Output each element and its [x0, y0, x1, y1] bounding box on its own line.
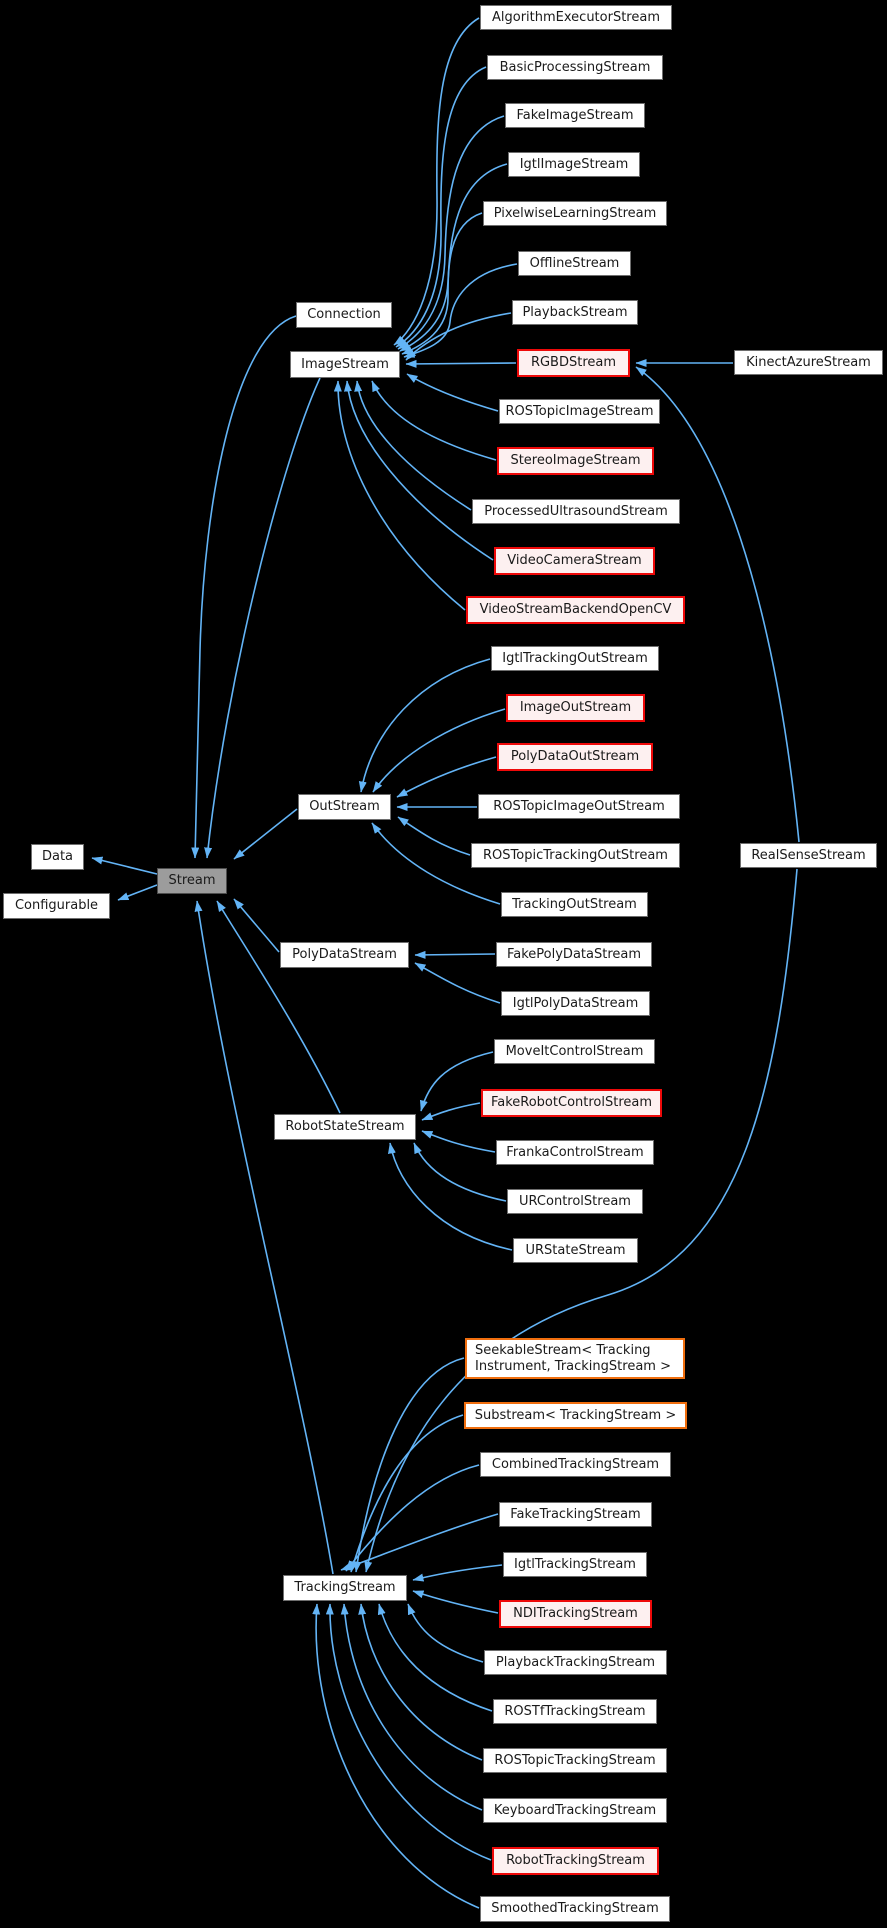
node-keyboard-tracking-stream[interactable]: KeyboardTrackingStream	[483, 1798, 667, 1823]
edge-imagestream-stream	[204, 377, 321, 859]
edge-basicprocessingstream-imagestream	[395, 66, 487, 348]
node-offline-stream[interactable]: OfflineStream	[518, 251, 631, 276]
node-seekable-stream[interactable]: SeekableStream< Tracking Instrument, Tra…	[465, 1338, 685, 1379]
edge-stereoimagestream-imagestream	[371, 380, 497, 461]
node-igtl-tracking-out-stream[interactable]: IgtlTrackingOutStream	[491, 646, 659, 671]
node-rostopic-tracking-out-stream[interactable]: ROSTopicTrackingOutStream	[471, 843, 680, 868]
node-robot-state-stream[interactable]: RobotStateStream	[274, 1114, 416, 1140]
edge-igtltrackingstream-trackingstream	[412, 1564, 503, 1582]
node-video-stream-backend-opencv[interactable]: VideoStreamBackendOpenCV	[466, 596, 685, 624]
edge-polydataoutstream-outstream	[396, 756, 497, 798]
node-rgbd-stream[interactable]: RGBDStream	[517, 349, 630, 377]
node-moveit-control-stream[interactable]: MoveItControlStream	[494, 1039, 655, 1064]
edge-rostftrackingstream-trackingstream	[377, 1603, 493, 1712]
edge-seekablestream-trackingstream	[353, 1357, 465, 1573]
edge-imageoutstream-outstream	[372, 708, 506, 793]
edge-moveitcontrolstream-robotstatestream	[419, 1051, 494, 1112]
edge-robotstatestream-stream	[216, 900, 341, 1114]
edge-fakerobotcontrolstream-robotstatestream	[421, 1102, 481, 1121]
edge-rostopictrackingoutstream-outstream	[397, 816, 471, 856]
edge-rostopicimagestream-imagestream	[406, 373, 499, 412]
node-pixelwise-learning-stream[interactable]: PixelwiseLearningStream	[483, 201, 667, 226]
edge-rgbdstream-imagestream	[405, 359, 517, 368]
node-fake-tracking-stream[interactable]: FakeTrackingStream	[499, 1502, 652, 1527]
node-igtl-polydata-stream[interactable]: IgtlPolyDataStream	[501, 991, 650, 1016]
edge-stream-configurable	[117, 884, 158, 901]
edge-outstream-stream	[233, 808, 298, 860]
node-robot-tracking-stream[interactable]: RobotTrackingStream	[492, 1847, 659, 1875]
edge-fakepolydatastream-polydatastream	[414, 950, 496, 959]
edge-substream-trackingstream	[350, 1414, 464, 1573]
node-algorithm-executor-stream[interactable]: AlgorithmExecutorStream	[480, 5, 672, 30]
edge-igtlimagestream-imagestream	[399, 163, 508, 352]
edge-igtlpolydatastream-polydatastream	[414, 962, 501, 1004]
node-ndi-tracking-stream[interactable]: NDITrackingStream	[499, 1600, 652, 1628]
node-playback-stream[interactable]: PlaybackStream	[512, 300, 638, 325]
edge-combinedtrackingstream-trackingstream	[345, 1464, 480, 1572]
node-tracking-stream[interactable]: TrackingStream	[283, 1575, 407, 1601]
edge-stream-data	[91, 856, 158, 875]
edge-algorithmexecutorstream-imagestream	[393, 17, 480, 346]
edge-processedultrasoundstream-imagestream	[354, 380, 472, 511]
edge-smoothedtrackingstream-trackingstream	[312, 1603, 480, 1909]
node-out-stream[interactable]: OutStream	[298, 794, 391, 820]
node-fake-image-stream[interactable]: FakeImageStream	[505, 103, 645, 128]
edge-playbacktrackingstream-trackingstream	[407, 1603, 484, 1663]
edge-realsensestream-rgbdstream	[635, 366, 800, 843]
edge-faketrackingstream-trackingstream	[340, 1513, 499, 1571]
node-stream: Stream	[157, 868, 227, 894]
edge-igtltrackingoutstream-outstream	[358, 658, 491, 793]
edge-frankacontrolstream-robotstatestream	[421, 1130, 496, 1153]
node-basic-processing-stream[interactable]: BasicProcessingStream	[487, 55, 663, 80]
node-image-out-stream[interactable]: ImageOutStream	[506, 694, 645, 722]
node-rostf-tracking-stream[interactable]: ROSTfTrackingStream	[493, 1699, 657, 1724]
edge-videocamerastream-imagestream	[343, 380, 494, 561]
node-configurable[interactable]: Configurable	[3, 893, 110, 919]
node-igtl-tracking-stream[interactable]: IgtlTrackingStream	[503, 1552, 647, 1577]
node-smoothed-tracking-stream[interactable]: SmoothedTrackingStream	[480, 1896, 670, 1922]
edge-keyboardtrackingstream-trackingstream	[340, 1603, 483, 1811]
edge-videostreambackendopencv-imagestream	[333, 380, 466, 611]
node-polydata-stream[interactable]: PolyDataStream	[280, 942, 409, 968]
node-data[interactable]: Data	[31, 844, 84, 870]
node-stereo-image-stream[interactable]: StereoImageStream	[497, 447, 654, 475]
edge-nditrackingstream-trackingstream	[412, 1590, 499, 1614]
node-substream[interactable]: Substream< TrackingStream >	[464, 1402, 687, 1429]
node-ur-control-stream[interactable]: URControlStream	[507, 1189, 643, 1214]
node-franka-control-stream[interactable]: FrankaControlStream	[496, 1140, 654, 1165]
node-tracking-out-stream[interactable]: TrackingOutStream	[501, 892, 648, 917]
edge-playbackstream-imagestream	[405, 312, 512, 361]
node-igtl-image-stream[interactable]: IgtlImageStream	[508, 152, 640, 177]
node-combined-tracking-stream[interactable]: CombinedTrackingStream	[480, 1452, 671, 1477]
edge-fakeimagestream-imagestream	[397, 115, 505, 350]
node-rostopic-image-out-stream[interactable]: ROSTopicImageOutStream	[478, 794, 680, 819]
node-processed-ultrasound-stream[interactable]: ProcessedUltrasoundStream	[472, 499, 680, 524]
edge-urcontrolstream-robotstatestream	[413, 1142, 507, 1202]
edge-offlinestream-imagestream	[403, 263, 518, 358]
node-connection[interactable]: Connection	[296, 302, 392, 328]
edge-trackingstream-stream	[194, 900, 334, 1575]
node-image-stream[interactable]: ImageStream	[290, 351, 400, 378]
node-video-camera-stream[interactable]: VideoCameraStream	[494, 547, 655, 575]
node-polydata-out-stream[interactable]: PolyDataOutStream	[497, 743, 653, 771]
node-fake-robot-control-stream[interactable]: FakeRobotControlStream	[481, 1089, 662, 1117]
node-playback-tracking-stream[interactable]: PlaybackTrackingStream	[484, 1650, 667, 1675]
edge-trackingoutstream-outstream	[371, 822, 501, 905]
edge-urstatestream-robotstatestream	[387, 1142, 513, 1251]
edge-pixelwiselearningstream-imagestream	[401, 212, 483, 355]
edge-realsensestream-trackingstream	[364, 868, 798, 1573]
edge-robottrackingstream-trackingstream	[325, 1603, 492, 1861]
edge-rostopictrackingstream-trackingstream	[358, 1603, 483, 1761]
node-kinect-azure-stream[interactable]: KinectAzureStream	[734, 350, 883, 375]
node-fake-polydata-stream[interactable]: FakePolyDataStream	[496, 942, 652, 967]
node-realsense-stream[interactable]: RealSenseStream	[740, 843, 877, 868]
edge-connection-stream	[191, 315, 297, 859]
node-rostopic-image-stream[interactable]: ROSTopicImageStream	[499, 399, 660, 424]
node-rostopic-tracking-stream[interactable]: ROSTopicTrackingStream	[483, 1748, 667, 1773]
node-ur-state-stream[interactable]: URStateStream	[513, 1238, 638, 1263]
edge-polydatastream-stream	[233, 898, 280, 953]
